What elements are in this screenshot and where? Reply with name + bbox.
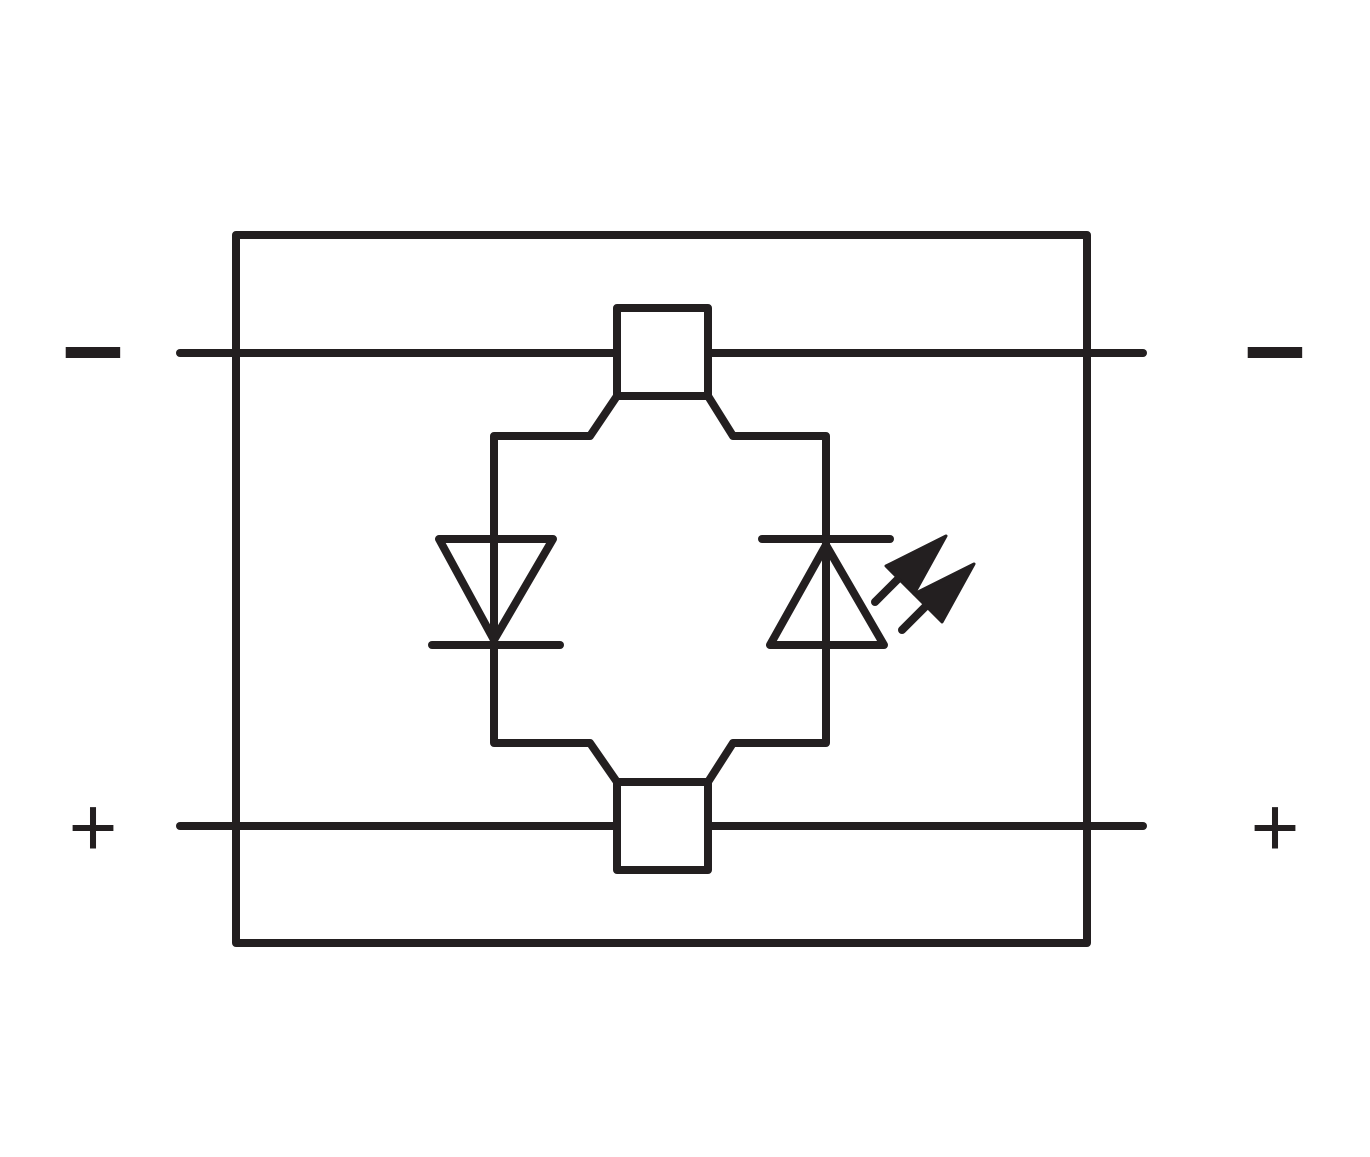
wire-top-right <box>704 392 830 544</box>
terminal-top <box>613 304 712 400</box>
wire-bottom-right <box>704 641 830 786</box>
led-right <box>758 535 894 649</box>
negative-terminal-label-left: – <box>62 283 124 406</box>
led-arrow-1-head-icon <box>884 534 948 596</box>
positive-terminal-label-right: + <box>1250 780 1300 874</box>
wire-top-left <box>490 392 621 544</box>
negative-terminal-label-right: – <box>1244 283 1306 406</box>
terminal-bottom <box>613 778 712 874</box>
positive-terminal-label-left: + <box>68 780 118 874</box>
diode-left <box>428 535 564 649</box>
wire-bottom-left <box>490 641 621 786</box>
housing-outline <box>232 231 1091 947</box>
led-arrow-2-head-icon <box>912 562 976 624</box>
